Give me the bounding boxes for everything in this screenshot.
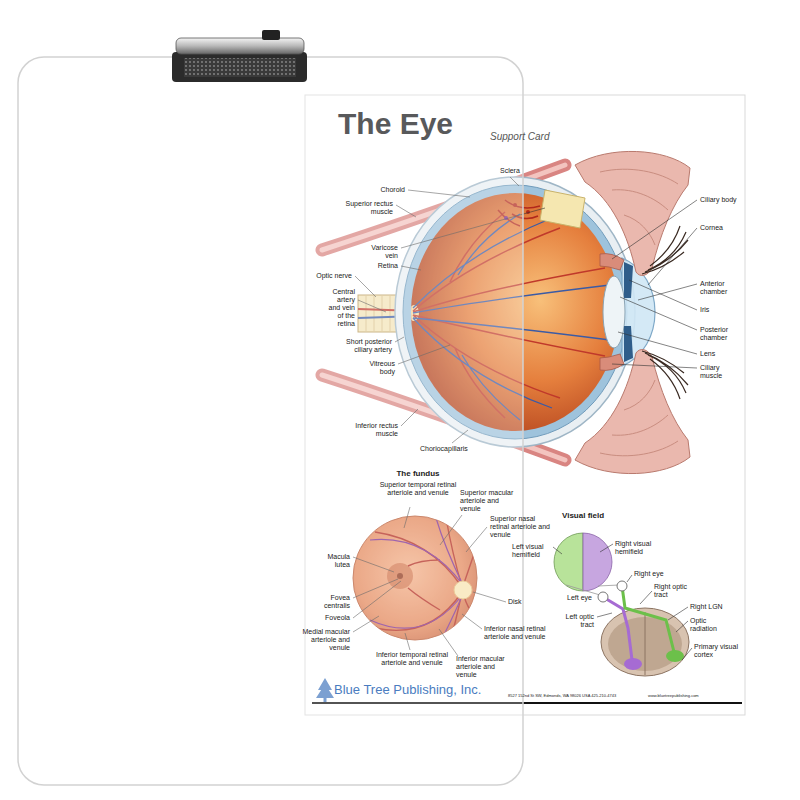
anterior-segment <box>603 276 625 348</box>
eyelash <box>642 226 688 399</box>
section-heading: The fundus <box>380 469 456 479</box>
part-label: Right eye <box>634 570 674 578</box>
title-text: The Eye <box>338 106 488 142</box>
part-label: Disk <box>508 598 538 606</box>
part-label: Inferior rectus muscle <box>350 422 398 438</box>
leader-line <box>627 575 632 582</box>
clipboard-clip <box>172 52 307 82</box>
brain-figure <box>601 608 689 676</box>
part-label: Right visual hemifield <box>615 540 661 556</box>
visual-field-figure <box>554 533 583 591</box>
brain-figure <box>617 581 627 591</box>
leader-line <box>597 613 612 617</box>
visual-field-figure <box>566 585 619 595</box>
visual-field-figure <box>583 533 612 591</box>
section-heading: Visual field <box>562 511 632 521</box>
anterior-segment <box>600 254 624 270</box>
part-label: Superior macular arteriole and venule <box>460 489 518 513</box>
leader-line <box>682 648 692 660</box>
part-label: Primary visual cortex <box>694 643 740 659</box>
part-label: Ciliary body <box>700 196 742 204</box>
part-label: Left optic tract <box>558 613 594 629</box>
part-label: Central artery and vein of the retina <box>325 288 355 328</box>
anterior-segment <box>624 326 633 362</box>
footer-text: www.bluetreepublishing.com <box>648 693 740 698</box>
part-label: Sclera <box>500 167 534 175</box>
part-label: Varicose vein <box>364 244 398 260</box>
part-label: Optic radiation <box>690 617 734 633</box>
leader-line <box>648 228 697 285</box>
part-label: Right optic tract <box>654 583 698 599</box>
part-label: Superior rectus muscle <box>345 200 393 216</box>
brain-figure <box>666 650 684 662</box>
anterior-segment <box>600 354 624 370</box>
leader-line <box>676 621 688 632</box>
leader-line <box>638 284 697 300</box>
part-label: Left eye <box>558 594 592 602</box>
anterior-segment <box>624 262 633 298</box>
part-label: Short posterior ciliary artery <box>332 338 392 354</box>
visual-field-figure <box>554 533 619 595</box>
part-label: Superior nasal retinal arteriole and ven… <box>490 515 552 539</box>
brain-figure <box>624 658 642 670</box>
part-label: Right LGN <box>690 603 736 611</box>
leader-line <box>640 591 652 604</box>
brain-figure <box>645 612 646 675</box>
part-label: Iris <box>700 306 740 314</box>
part-label: Anterior chamber <box>700 280 744 296</box>
clipboard-clip <box>262 30 280 40</box>
part-label: Cornea <box>700 224 742 232</box>
part-label: Retina <box>368 262 398 270</box>
leader-line <box>618 332 697 354</box>
cutaway <box>540 190 585 228</box>
leader-line <box>668 607 688 620</box>
brain-figure <box>598 581 689 676</box>
part-label: Choroid <box>365 186 405 194</box>
part-label: Medial macular arteriole and venule <box>296 628 350 652</box>
eyelid <box>600 380 678 456</box>
brain-figure <box>598 592 608 602</box>
clipboard-clip <box>176 38 304 54</box>
clipboard-clip <box>172 30 307 82</box>
leader-line <box>612 200 697 259</box>
part-label: Left visual hemifield <box>512 543 552 559</box>
leader-line <box>553 547 562 554</box>
part-label: Inferior nasal retinal arteriole and ven… <box>484 625 546 641</box>
eyelid <box>600 169 678 245</box>
part-label: Posterior chamber <box>700 326 744 342</box>
eyelid <box>575 350 690 474</box>
part-label: Vitreous body <box>355 360 395 376</box>
footer-text: 8527 152nd St SW, Edmonds, WA 98026 USA … <box>508 693 646 698</box>
eyelash <box>642 351 688 399</box>
part-label: Superior temporal retinal arteriole and … <box>378 481 458 497</box>
brain-figure <box>603 597 632 660</box>
publisher-name: Blue Tree Publishing, Inc. <box>334 682 509 698</box>
eyelid <box>575 151 690 275</box>
part-label: Inferior macular arteriole and venule <box>456 655 512 679</box>
part-label: Macula lutea <box>318 553 350 569</box>
leader-line <box>600 544 613 552</box>
eyelid <box>575 151 690 473</box>
part-label: Lens <box>700 350 740 358</box>
clipboard-board <box>18 57 523 785</box>
part-label: Inferior temporal retinal arteriole and … <box>372 651 452 667</box>
leader-line <box>620 297 697 330</box>
leader-line <box>612 364 697 368</box>
part-label: Optic nerve <box>308 272 352 280</box>
subtitle: Support Card <box>490 131 570 143</box>
part-label: Fovea centralis <box>316 594 350 610</box>
part-label: Choriocapillaris <box>420 445 490 453</box>
clipboard-clip <box>184 58 296 77</box>
part-label: Ciliary muscle <box>700 364 740 380</box>
part-label: Foveola <box>316 614 350 622</box>
